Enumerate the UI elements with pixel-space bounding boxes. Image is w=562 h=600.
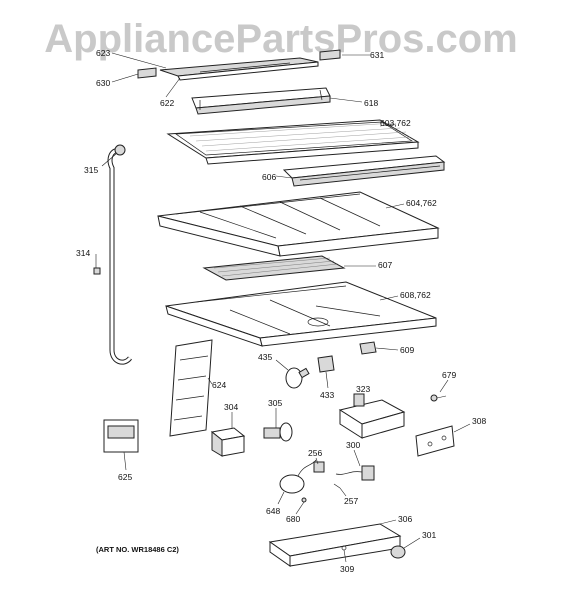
callout-624: 624 [212, 380, 226, 390]
callout-306: 306 [398, 514, 412, 524]
part-679-screw [430, 394, 447, 402]
part-603-glass-shelf [166, 119, 420, 165]
part-625-control [103, 419, 139, 453]
leader-lines [95, 52, 471, 563]
callout-606: 606 [262, 172, 276, 182]
callout-603-762: 603,762 [380, 118, 411, 128]
part-648-motor [279, 459, 317, 494]
callout-622: 622 [160, 98, 174, 108]
callout-labels: 623 631 630 622 618 603,762 315 606 604,… [76, 48, 486, 574]
part-435-bulb [285, 367, 310, 389]
callout-435: 435 [258, 352, 272, 362]
part-433-socket [317, 355, 335, 373]
callout-315: 315 [84, 165, 98, 175]
callout-608-762: 608,762 [400, 290, 431, 300]
part-315-tube [107, 144, 132, 365]
part-306-base [268, 523, 402, 567]
callout-607: 607 [378, 260, 392, 270]
part-257-clip [333, 483, 341, 489]
part-256-connector [313, 461, 325, 473]
callout-433: 433 [320, 390, 334, 400]
callout-304: 304 [224, 402, 238, 412]
part-631-insert [319, 49, 341, 61]
callout-625: 625 [118, 472, 132, 482]
part-607-grille [202, 255, 346, 281]
callout-680: 680 [286, 514, 300, 524]
part-618-shield [191, 87, 331, 115]
part-300-harness [335, 465, 375, 481]
callout-609: 609 [400, 345, 414, 355]
watermark-text: AppliancePartsPros.com [44, 17, 518, 61]
part-624-duct [169, 339, 213, 437]
callout-630: 630 [96, 78, 110, 88]
callout-308: 308 [472, 416, 486, 426]
part-604-shelf-pan [157, 191, 440, 257]
callout-257: 257 [344, 496, 358, 506]
callout-305: 305 [268, 398, 282, 408]
callout-323: 323 [356, 384, 370, 394]
callout-618: 618 [364, 98, 378, 108]
part-609-part [359, 341, 377, 355]
callout-604-762: 604,762 [406, 198, 437, 208]
callout-301: 301 [422, 530, 436, 540]
part-680-screw [301, 497, 307, 503]
callout-623: 623 [96, 48, 110, 58]
callout-314: 314 [76, 248, 90, 258]
part-301-cap [390, 545, 406, 559]
part-304-switch [210, 427, 246, 457]
callout-679: 679 [442, 370, 456, 380]
part-608-bottom-pan [165, 281, 437, 347]
art-number: (ART NO. WR18486 C2) [96, 545, 179, 554]
callout-256: 256 [308, 448, 322, 458]
part-606-frame [282, 155, 446, 187]
part-305-knob [263, 422, 293, 442]
part-314-clip [93, 267, 101, 275]
part-308-bracket [415, 425, 455, 457]
part-630-insert [137, 67, 157, 79]
callout-648: 648 [266, 506, 280, 516]
callout-300: 300 [346, 440, 360, 450]
part-623-cover [159, 57, 319, 81]
callout-309: 309 [340, 564, 354, 574]
part-323-housing [338, 393, 406, 439]
callout-631: 631 [370, 50, 384, 60]
